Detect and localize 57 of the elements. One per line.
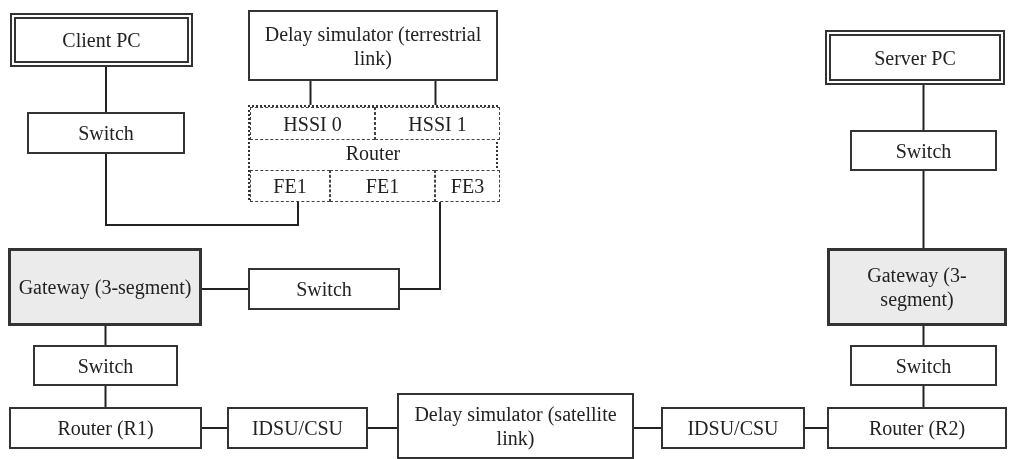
node-label: Switch xyxy=(295,277,353,301)
device-box xyxy=(227,407,368,449)
node-label: Server PC xyxy=(873,45,957,70)
connector-line xyxy=(922,84,925,131)
connector-line xyxy=(309,80,312,106)
connector-line xyxy=(105,66,107,113)
node-label: FE3 xyxy=(449,174,486,198)
node-label: Switch xyxy=(894,353,953,378)
port-box xyxy=(375,107,500,140)
gateway-box xyxy=(8,248,202,326)
connector-line xyxy=(922,325,925,346)
node-label: IDSU/CSU xyxy=(250,416,345,440)
node-label: Client PC xyxy=(61,28,142,52)
device-box xyxy=(248,10,498,81)
connector-line xyxy=(104,385,107,408)
router-box xyxy=(248,105,498,200)
connector-line xyxy=(367,427,398,429)
node-label: Gateway (3-segment) xyxy=(17,275,193,299)
connector-line xyxy=(105,153,299,226)
node-label: Switch xyxy=(77,121,135,145)
node-label: Switch xyxy=(76,353,135,378)
device-box xyxy=(661,407,805,449)
connector-line xyxy=(922,385,925,408)
port-box xyxy=(250,107,375,140)
node-label: HSSI 1 xyxy=(407,111,468,136)
connector-line xyxy=(922,170,925,249)
device-box xyxy=(9,407,202,449)
port-box xyxy=(330,170,435,202)
device-box xyxy=(827,407,1007,449)
connector-line xyxy=(633,427,662,429)
node-label: FE1 xyxy=(364,174,401,198)
computer-box xyxy=(825,30,1005,85)
device-box xyxy=(850,345,997,386)
node-label: Switch xyxy=(894,138,953,163)
port-box xyxy=(435,170,500,202)
node-label: HSSI 0 xyxy=(282,111,343,136)
port-box xyxy=(250,170,330,202)
node-label: Gateway (3-segment) xyxy=(866,263,968,311)
node-label: FE1 xyxy=(272,174,308,198)
connector-line xyxy=(201,427,228,429)
connector-line xyxy=(201,288,249,290)
node-label: Delay simulator (terrestrial link) xyxy=(263,21,483,70)
connector-line xyxy=(104,325,107,346)
connector-line xyxy=(434,80,437,106)
node-label: Router (R2) xyxy=(867,416,967,440)
device-box xyxy=(248,268,400,310)
node-label: Delay simulator (satellite link) xyxy=(413,402,618,450)
computer-box xyxy=(10,13,193,67)
device-box xyxy=(33,345,178,386)
device-box xyxy=(27,112,185,154)
connector-line xyxy=(804,427,828,429)
device-box xyxy=(850,130,997,171)
node-label: IDSU/CSU xyxy=(686,416,780,440)
node-label: Router xyxy=(344,140,402,165)
node-label: Router (R1) xyxy=(56,416,155,440)
device-box xyxy=(397,393,634,459)
gateway-box xyxy=(827,248,1007,326)
